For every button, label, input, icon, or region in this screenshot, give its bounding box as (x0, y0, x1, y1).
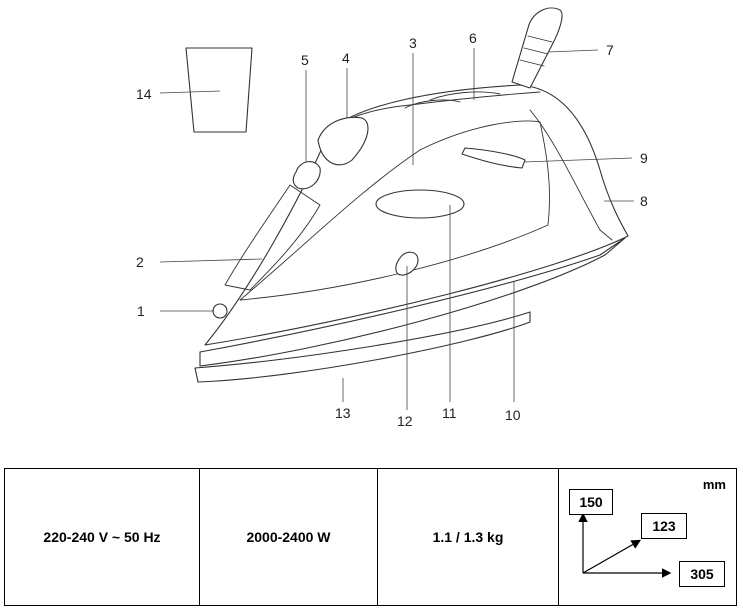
weight-cell: 1.1 / 1.3 kg (377, 468, 559, 606)
callout-10: 10 (505, 407, 521, 423)
leader-lines (159, 48, 634, 410)
specifications-row: 220-240 V ~ 50 Hz 2000-2400 W 1.1 / 1.3 … (4, 468, 737, 606)
callout-5: 5 (301, 52, 309, 68)
depth-dimension: 123 (641, 513, 687, 539)
measuring-cup (185, 47, 253, 133)
callout-9: 9 (640, 150, 648, 166)
callout-3: 3 (409, 35, 417, 51)
callout-13: 13 (335, 405, 351, 421)
dimension-arrows (578, 512, 672, 578)
callout-7: 7 (606, 42, 614, 58)
height-dimension: 150 (569, 489, 613, 515)
callout-1: 1 (137, 303, 145, 319)
length-dimension: 305 (679, 561, 725, 587)
callout-12: 12 (397, 413, 413, 429)
callout-labels: 14 2 1 3 4 5 6 7 9 8 13 12 11 10 (136, 30, 648, 429)
dimensions-cell: mm 150 123 305 (558, 468, 737, 606)
callout-8: 8 (640, 193, 648, 209)
callout-11: 11 (442, 405, 457, 421)
iron-diagram: 14 2 1 3 4 5 6 7 9 8 13 12 11 10 (136, 7, 648, 429)
specifications-table: 220-240 V ~ 50 Hz 2000-2400 W 1.1 / 1.3 … (4, 468, 737, 606)
voltage-cell: 220-240 V ~ 50 Hz (4, 468, 200, 606)
power-cell: 2000-2400 W (199, 468, 378, 606)
callout-14: 14 (136, 86, 152, 102)
callout-6: 6 (469, 30, 477, 46)
dimension-unit: mm (702, 477, 726, 492)
callout-4: 4 (342, 50, 350, 66)
callout-2: 2 (136, 254, 144, 270)
steam-iron-illustration (194, 7, 629, 383)
